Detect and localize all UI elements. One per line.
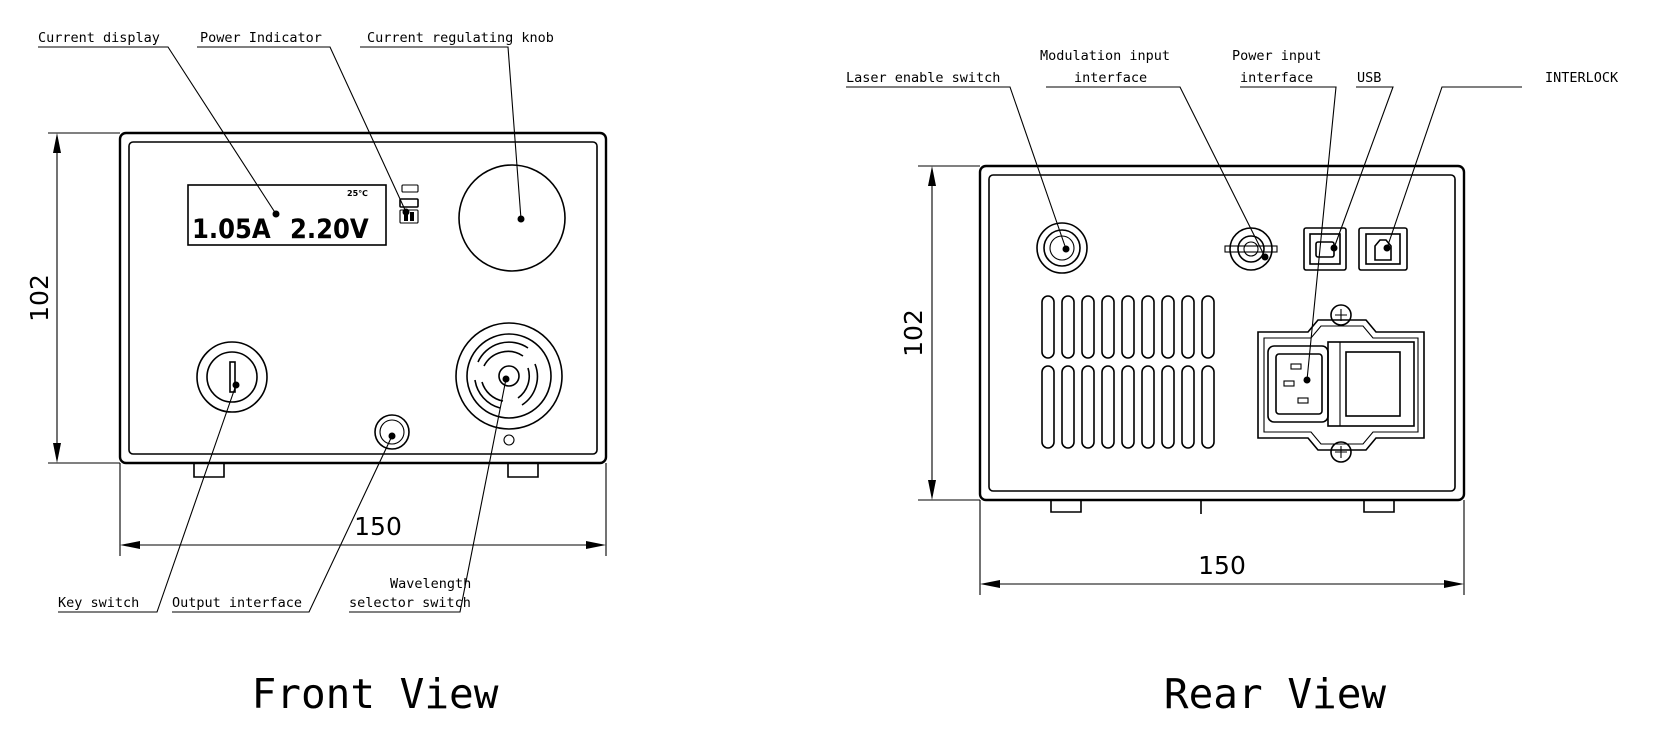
label-output-interface: Output interface: [172, 595, 302, 611]
usb-port: [1303, 227, 1347, 271]
rear-view-title: Rear View: [1164, 670, 1386, 718]
rear-height-value: 102: [899, 309, 928, 357]
current-regulating-knob: [458, 164, 566, 272]
power-input-interface: [1257, 304, 1425, 463]
rear-view: Laser enable switch Modulation input int…: [846, 48, 1619, 718]
front-width-dimension: 150: [119, 463, 607, 556]
label-current-regulating-knob: Current regulating knob: [367, 30, 554, 46]
label-wavelength-line2: selector switch: [349, 595, 471, 611]
front-view: 1.05A 2.20V 25℃: [25, 30, 608, 718]
front-enclosure: [118, 131, 608, 478]
label-interlock: INTERLOCK: [1545, 70, 1619, 86]
label-power-indicator: Power Indicator: [200, 30, 322, 46]
label-modulation-line2: interface: [1074, 70, 1147, 86]
label-power-input-line1: Power input: [1232, 48, 1321, 64]
current-display: 1.05A 2.20V 25℃: [187, 184, 387, 246]
rear-width-value: 150: [1198, 551, 1246, 580]
label-laser-enable-switch: Laser enable switch: [846, 70, 1000, 86]
key-switch: [196, 341, 268, 413]
laser-enable-switch: [1036, 222, 1088, 274]
label-wavelength-line1: Wavelength: [390, 576, 471, 592]
display-voltage-value: 2.20V: [290, 214, 369, 245]
display-temperature-value: 25℃: [347, 189, 368, 198]
display-current-value: 1.05A: [192, 214, 271, 245]
label-usb: USB: [1357, 70, 1381, 86]
front-width-value: 150: [354, 512, 402, 541]
interlock-port: [1358, 227, 1408, 271]
rear-leaders: [846, 86, 1522, 384]
front-height-value: 102: [25, 274, 54, 322]
modulation-input-interface: [1224, 227, 1278, 271]
output-interface: [374, 414, 410, 450]
rear-height-dimension: 102: [899, 165, 980, 501]
front-height-dimension: 102: [25, 132, 120, 464]
front-leaders: [38, 46, 525, 613]
label-key-switch: Key switch: [58, 595, 139, 611]
power-indicator: [399, 184, 419, 224]
front-view-title: Front View: [252, 670, 499, 718]
label-modulation-line1: Modulation input: [1040, 48, 1170, 64]
label-current-display: Current display: [38, 30, 160, 46]
vent-grille: [1041, 295, 1215, 449]
label-power-input-line2: interface: [1240, 70, 1313, 86]
rear-width-dimension: 150: [979, 500, 1465, 595]
rear-enclosure: [978, 164, 1466, 514]
wavelength-selector-switch: [455, 322, 563, 446]
